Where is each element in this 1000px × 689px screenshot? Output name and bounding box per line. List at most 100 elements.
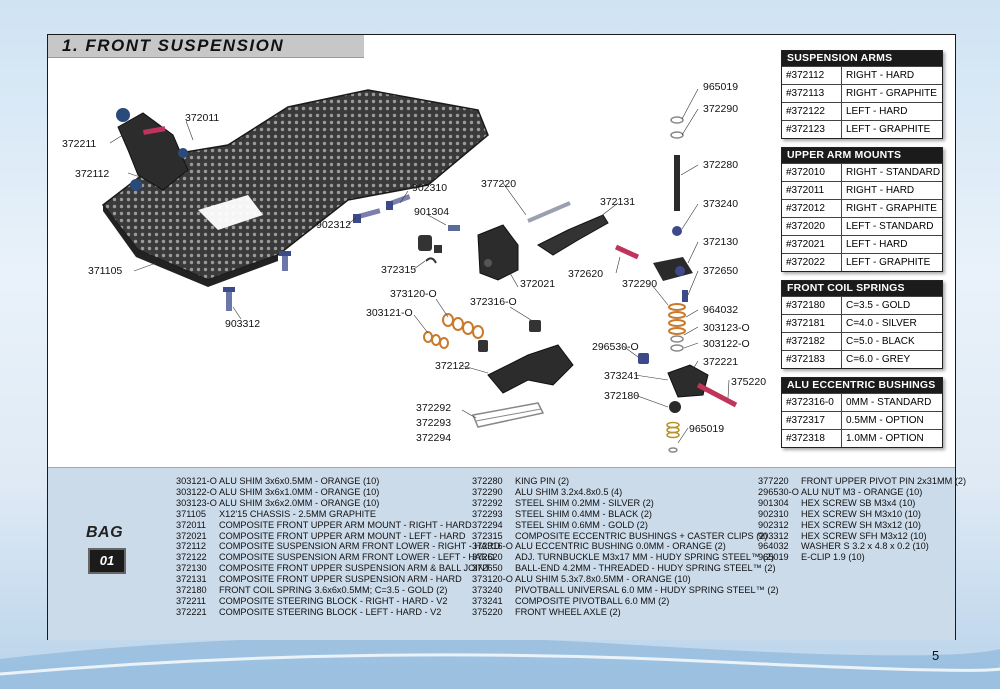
callout-303123: 303123-O (703, 322, 750, 334)
part-code: #372180 (782, 297, 842, 314)
callout-372221: 372221 (703, 356, 738, 368)
page-background-swoosh (0, 636, 1000, 689)
callout-373240: 373240 (703, 198, 738, 210)
shims-373120 (442, 313, 484, 339)
part-number: 372315 (472, 530, 503, 541)
part-number: 372122 (176, 552, 207, 563)
chassis-plate (101, 89, 489, 287)
parts-list-item: 372122 COMPOSITE SUSPENSION ARM FRONT LOW… (176, 552, 500, 563)
part-code: #372317 (782, 412, 842, 429)
section-title: 1. FRONT SUSPENSION (62, 36, 285, 55)
part-number: 372280 (472, 476, 503, 486)
table-header: FRONT COIL SPRINGS (782, 281, 942, 296)
part-desc: C=3.5 - GOLD (846, 300, 911, 311)
part-desc: LEFT - HARD (846, 106, 908, 117)
part-description: STEEL SHIM 0.4MM - BLACK (2) (515, 508, 652, 519)
part-number: 372131 (176, 574, 207, 585)
part-desc: RIGHT - GRAPHITE (846, 88, 937, 99)
part-desc: RIGHT - HARD (846, 70, 915, 81)
callout-372650: 372650 (703, 265, 738, 277)
part-description: COMPOSITE FRONT UPPER ARM MOUNT - LEFT -… (219, 530, 466, 541)
callout-903312: 903312 (225, 318, 260, 330)
front-coil-spring (666, 421, 680, 439)
callout-372293: 372293 (416, 417, 451, 429)
part-number: 371105 (176, 508, 206, 519)
part-code: #372318 (782, 430, 842, 447)
steel-shims (471, 402, 545, 428)
screw-902312 (353, 208, 381, 223)
part-description: HEX SCREW SH M3x12 (10) (801, 519, 921, 530)
part-description: ALU SHIM 3.2x4.8x0.5 (4) (515, 486, 623, 497)
part-code: #372010 (782, 164, 842, 181)
part-description: COMPOSITE ECCENTRIC BUSHINGS + CASTER CL… (515, 530, 768, 541)
part-number: 303121-O (176, 476, 217, 486)
part-description: FRONT WHEEL AXLE (2) (515, 606, 621, 617)
callout-372315: 372315 (381, 264, 416, 276)
leader-lines (109, 88, 730, 444)
callout-965019-top: 965019 (703, 81, 738, 93)
table-row: #372180 C=3.5 - GOLD (782, 296, 942, 314)
part-number: 901304 (758, 497, 789, 508)
part-number: 372112 (176, 541, 206, 552)
callout-373120: 373120-O (390, 288, 437, 300)
shim-372290-top (670, 131, 684, 139)
steering-block-left (667, 364, 709, 398)
parts-list-item: 372315 COMPOSITE ECCENTRIC BUSHINGS + CAS… (472, 531, 779, 542)
callout-372211: 372211 (62, 138, 96, 150)
front-left-upper-arm-mount (477, 224, 519, 281)
part-description: WASHER S 3.2 x 4.8 x 0.2 (10) (801, 541, 929, 552)
part-desc: C=5.0 - BLACK (846, 336, 915, 347)
part-number: 372620 (472, 552, 503, 563)
part-description: ALU SHIM 3x6x2.0MM - ORANGE (10) (219, 497, 380, 508)
callout-372290-top: 372290 (703, 103, 738, 115)
part-number: 372292 (472, 497, 503, 508)
part-code: #372011 (782, 182, 842, 199)
callout-372280: 372280 (703, 159, 738, 171)
callout-372131: 372131 (600, 196, 635, 208)
front-wheel-axle (696, 382, 738, 408)
part-desc: RIGHT - GRAPHITE (846, 203, 937, 214)
part-description: COMPOSITE SUSPENSION ARM FRONT LOWER - L… (219, 552, 495, 563)
exploded-view-panel: 1. FRONT SUSPENSION (47, 34, 966, 640)
exploded-diagram: 372211 372011 372112 371105 903312 90231… (62, 81, 766, 453)
part-desc: LEFT - GRAPHITE (846, 257, 931, 268)
adj-turnbuckle (614, 244, 640, 260)
section-title-bar: 1. FRONT SUSPENSION (48, 35, 364, 58)
callout-372021: 372021 (520, 278, 555, 290)
part-code: #372021 (782, 236, 842, 253)
page-number: 5 (932, 648, 940, 663)
callout-375220: 375220 (731, 376, 766, 388)
callout-902310: 902310 (412, 182, 447, 194)
part-desc: C=6.0 - GREY (846, 354, 911, 365)
part-description: PIVOTBALL UNIVERSAL 6.0 MM - HUDY SPRING… (515, 585, 779, 596)
eccentric-bushing-lower (478, 340, 488, 352)
part-desc: C=4.0 - SILVER (846, 318, 917, 329)
spring-shim-stack (668, 303, 686, 352)
part-description: COMPOSITE STEERING BLOCK - LEFT - HARD -… (219, 606, 442, 617)
part-code: #372122 (782, 103, 842, 120)
part-description: ADJ. TURNBUCKLE M3x17 MM - HUDY SPRING S… (515, 552, 774, 563)
part-code: #372113 (782, 85, 842, 102)
part-number: 372211 (176, 595, 206, 606)
part-number: 373240 (472, 585, 503, 596)
part-number: 303123-O (176, 497, 217, 508)
callout-371105: 371105 (88, 265, 122, 277)
callout-303121: 303121-O (366, 307, 413, 319)
part-description: HEX SCREW SH M3x10 (10) (801, 508, 921, 519)
